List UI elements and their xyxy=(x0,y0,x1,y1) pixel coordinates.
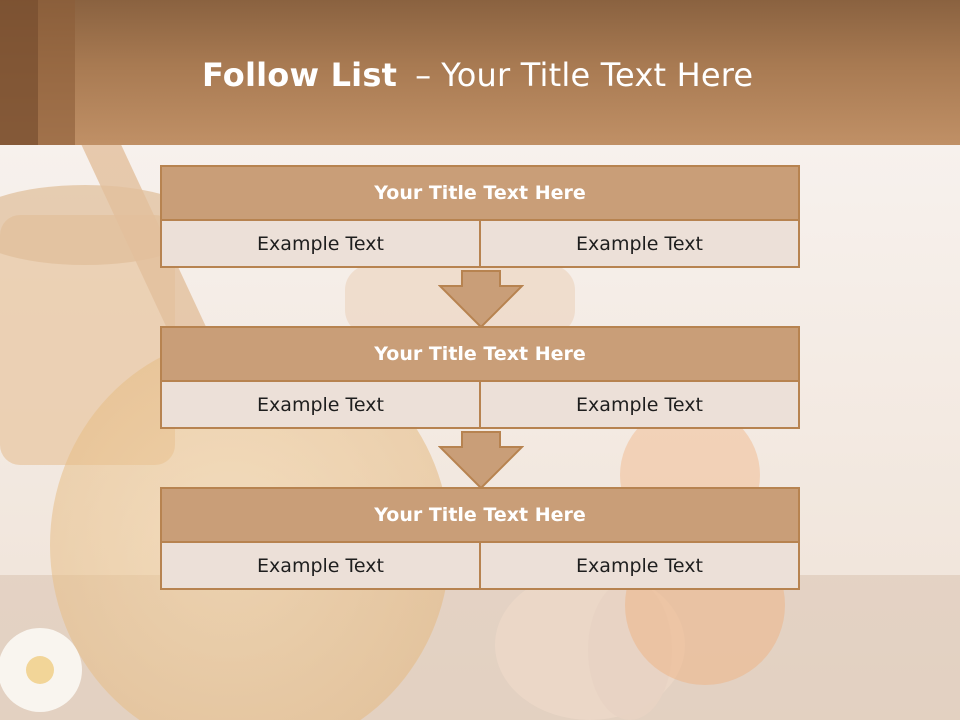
block-cell-right: Example Text xyxy=(479,219,800,268)
block-cell-left: Example Text xyxy=(160,219,481,268)
down-arrow-icon xyxy=(438,270,524,328)
block-title: Your Title Text Here xyxy=(160,165,800,221)
flow-block: Your Title Text Here Example Text Exampl… xyxy=(160,165,800,268)
block-cell-left: Example Text xyxy=(160,541,481,590)
header-accent-strip xyxy=(38,0,75,145)
header-band xyxy=(0,0,960,145)
slide-title-separator: – xyxy=(415,56,432,94)
block-cell-left: Example Text xyxy=(160,380,481,429)
slide-title-rest: Your Title Text Here xyxy=(441,56,754,94)
block-cell-right: Example Text xyxy=(479,380,800,429)
header-accent-strip xyxy=(0,0,38,145)
flow-block: Your Title Text Here Example Text Exampl… xyxy=(160,487,800,590)
down-arrow-icon xyxy=(438,431,524,489)
flow-block: Your Title Text Here Example Text Exampl… xyxy=(160,326,800,429)
block-row: Example Text Example Text xyxy=(160,541,800,590)
block-row: Example Text Example Text xyxy=(160,380,800,429)
block-title: Your Title Text Here xyxy=(160,326,800,382)
block-row: Example Text Example Text xyxy=(160,219,800,268)
slide-title-bold: Follow List xyxy=(202,56,398,94)
block-cell-right: Example Text xyxy=(479,541,800,590)
block-title: Your Title Text Here xyxy=(160,487,800,543)
slide-title: Follow List–Your Title Text Here xyxy=(202,56,753,94)
